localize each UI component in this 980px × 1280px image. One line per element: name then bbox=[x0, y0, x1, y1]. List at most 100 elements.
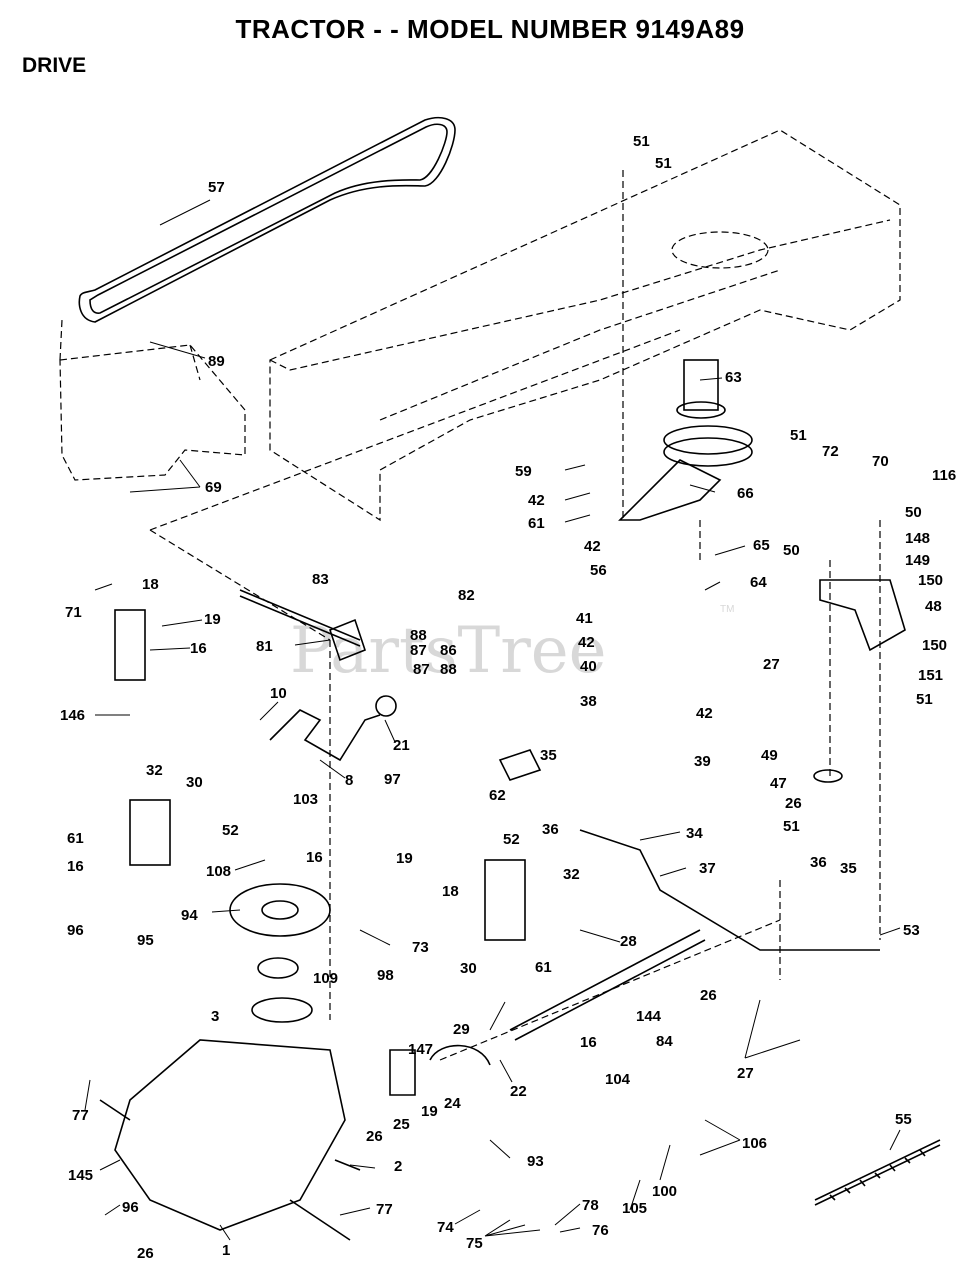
callout-51-a: 51 bbox=[633, 133, 650, 150]
callout-93: 93 bbox=[527, 1153, 544, 1170]
callout-39: 39 bbox=[694, 753, 711, 770]
callout-57: 57 bbox=[208, 179, 225, 196]
callout-51-e: 51 bbox=[783, 818, 800, 835]
lift-bracket bbox=[329, 618, 366, 662]
section-title: DRIVE bbox=[22, 54, 87, 77]
callout-82: 82 bbox=[458, 587, 475, 604]
idler-bracket-48 bbox=[819, 579, 906, 652]
callout-19-c: 19 bbox=[421, 1103, 438, 1120]
callout-64: 64 bbox=[750, 574, 767, 591]
callout-148: 148 bbox=[905, 530, 930, 547]
pulley-collar bbox=[676, 401, 726, 419]
hand-grip-62 bbox=[498, 749, 542, 781]
callout-63: 63 bbox=[725, 369, 742, 386]
callout-34: 34 bbox=[686, 825, 703, 842]
callout-labels: 57 89 69 51 51 63 51 72 70 116 59 42 61 … bbox=[60, 133, 956, 1262]
lever-knob bbox=[375, 695, 397, 717]
callout-78: 78 bbox=[582, 1197, 599, 1214]
callout-18-b: 18 bbox=[442, 883, 459, 900]
callout-36-a: 36 bbox=[542, 821, 559, 838]
callout-87-a: 87 bbox=[410, 642, 427, 659]
spring-55 bbox=[814, 1139, 941, 1206]
callout-147: 147 bbox=[408, 1041, 433, 1058]
callout-3: 3 bbox=[211, 1008, 219, 1025]
callout-19-a: 19 bbox=[204, 611, 221, 628]
callout-98: 98 bbox=[377, 967, 394, 984]
pulley-hub bbox=[683, 359, 719, 411]
spring-coils-55 bbox=[829, 1149, 926, 1201]
callout-19-b: 19 bbox=[396, 850, 413, 867]
chassis-cutout bbox=[671, 231, 769, 269]
main-chassis-inner bbox=[269, 219, 891, 421]
callout-73: 73 bbox=[412, 939, 429, 956]
callout-47: 47 bbox=[770, 775, 787, 792]
drive-belt bbox=[78, 116, 456, 323]
idler-pulley-47 bbox=[813, 769, 843, 783]
callout-56: 56 bbox=[590, 562, 607, 579]
callout-86: 86 bbox=[440, 642, 457, 659]
callout-26-c: 26 bbox=[366, 1128, 383, 1145]
callout-25: 25 bbox=[393, 1116, 410, 1133]
transaxle-axle bbox=[99, 1099, 351, 1241]
page-title: TRACTOR - - MODEL NUMBER 9149A89 bbox=[235, 14, 745, 44]
callout-76: 76 bbox=[592, 1222, 609, 1239]
front-frame-outline bbox=[59, 344, 246, 481]
callout-146: 146 bbox=[60, 707, 85, 724]
callout-51-d: 51 bbox=[916, 691, 933, 708]
watermark: PartsTree bbox=[290, 614, 607, 688]
callout-89: 89 bbox=[208, 353, 225, 370]
callout-27-a: 27 bbox=[763, 656, 780, 673]
callout-22: 22 bbox=[510, 1083, 527, 1100]
callout-21: 21 bbox=[393, 737, 410, 754]
lift-shaft bbox=[239, 589, 361, 647]
spring-25 bbox=[389, 1049, 416, 1096]
callout-69: 69 bbox=[205, 479, 222, 496]
callout-10: 10 bbox=[270, 685, 287, 702]
callout-50-b: 50 bbox=[783, 542, 800, 559]
callout-35-a: 35 bbox=[540, 747, 557, 764]
callout-42-b: 42 bbox=[584, 538, 601, 555]
callout-29: 29 bbox=[453, 1021, 470, 1038]
upper-pulley bbox=[663, 425, 753, 455]
callout-30-a: 30 bbox=[186, 774, 203, 791]
callout-26-b: 26 bbox=[700, 987, 717, 1004]
callout-106: 106 bbox=[742, 1135, 767, 1152]
callout-75: 75 bbox=[466, 1235, 483, 1252]
leader-lines bbox=[84, 199, 901, 1241]
transaxle-body bbox=[114, 1039, 346, 1231]
callout-109: 109 bbox=[313, 970, 338, 987]
callout-108: 108 bbox=[206, 863, 231, 880]
callout-70: 70 bbox=[872, 453, 889, 470]
front-frame-top bbox=[59, 319, 201, 381]
callout-96-b: 96 bbox=[122, 1199, 139, 1216]
assembly-line-1 bbox=[149, 329, 681, 531]
callout-81: 81 bbox=[256, 638, 273, 655]
callout-38: 38 bbox=[580, 693, 597, 710]
callout-41: 41 bbox=[576, 610, 593, 627]
callout-100: 100 bbox=[652, 1183, 677, 1200]
callout-49: 49 bbox=[761, 747, 778, 764]
callout-52-b: 52 bbox=[503, 831, 520, 848]
callout-150-a: 150 bbox=[918, 572, 943, 589]
bracket-30-left bbox=[129, 799, 171, 866]
callout-42-c: 42 bbox=[578, 634, 595, 651]
callout-51-b: 51 bbox=[655, 155, 672, 172]
callout-149: 149 bbox=[905, 552, 930, 569]
callout-16-c: 16 bbox=[306, 849, 323, 866]
callout-53: 53 bbox=[903, 922, 920, 939]
callout-88-b: 88 bbox=[440, 661, 457, 678]
shift-lever bbox=[269, 709, 381, 762]
callout-8: 8 bbox=[345, 772, 353, 789]
callout-71: 71 bbox=[65, 604, 82, 621]
callout-61-b: 61 bbox=[67, 830, 84, 847]
callout-35-b: 35 bbox=[840, 860, 857, 877]
drive-belt-inner bbox=[89, 123, 448, 314]
callout-87-b: 87 bbox=[413, 661, 430, 678]
callout-36-b: 36 bbox=[810, 854, 827, 871]
cooling-fan bbox=[229, 883, 331, 937]
callout-144: 144 bbox=[636, 1008, 662, 1025]
callout-55: 55 bbox=[895, 1111, 912, 1128]
callout-97: 97 bbox=[384, 771, 401, 788]
pulley-109 bbox=[257, 957, 299, 979]
